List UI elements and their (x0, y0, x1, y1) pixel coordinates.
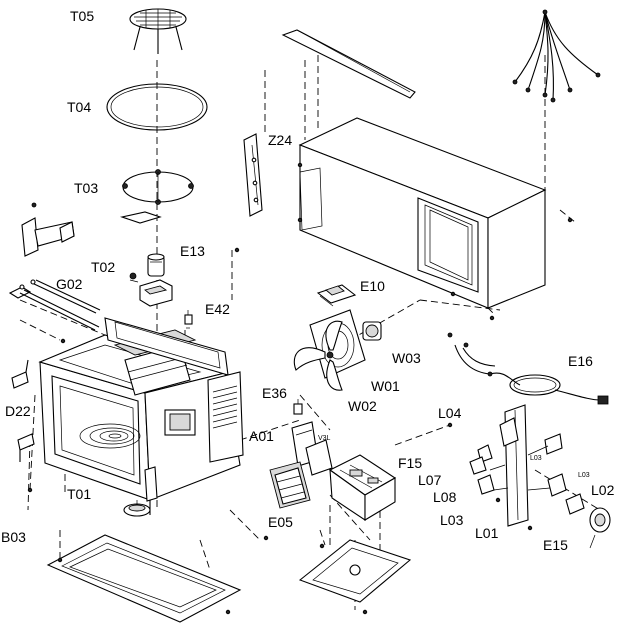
label-l03-small-a: L03 (530, 455, 542, 462)
part-labels: T05 T04 T03 T02 E13 E42 G02 D22 B03 T01 … (1, 8, 615, 553)
roller-ring-part (106, 83, 208, 131)
bracket-top-left (21, 202, 75, 257)
label-v3l: V3L (318, 435, 331, 442)
board-e10 (316, 284, 357, 307)
label-t02: T02 (91, 259, 115, 275)
interlock-assembly (469, 404, 611, 549)
hinge-plate-z24 (243, 133, 263, 217)
label-t04: T04 (67, 99, 91, 115)
control-unit-f15 (328, 454, 397, 522)
label-e16: E16 (568, 353, 593, 369)
heater-element-part (8, 279, 101, 331)
roller-guide-part (122, 169, 194, 205)
label-l01: L01 (475, 525, 499, 541)
label-e05: E05 (268, 514, 293, 530)
bracket-d22 (11, 359, 29, 389)
label-e10: E10 (360, 278, 385, 294)
bottom-tray-right (298, 539, 412, 603)
base-plate (46, 534, 242, 623)
wire-harness-top (512, 9, 601, 103)
label-l02: L02 (591, 482, 615, 498)
label-g02: G02 (56, 276, 83, 292)
label-e36: E36 (262, 385, 287, 401)
label-w02: W02 (348, 398, 377, 414)
main-chassis (38, 317, 244, 515)
vent-slots (212, 385, 238, 429)
outer-cabinet (281, 29, 547, 309)
label-e13: E13 (180, 243, 205, 259)
label-t03: T03 (74, 180, 98, 196)
hv-module-a01 (291, 421, 333, 476)
label-w03: W03 (392, 350, 421, 366)
turntable-motor-t01 (123, 500, 151, 517)
label-a01: A01 (249, 428, 274, 444)
coupler-plate (119, 211, 162, 224)
label-b03: B03 (1, 529, 26, 545)
label-l03: L03 (440, 512, 464, 528)
sensor-part-e42 (184, 310, 193, 329)
turntable-motor-part (129, 253, 173, 307)
label-l07: L07 (418, 472, 442, 488)
label-l04: L04 (438, 405, 462, 421)
label-d22: D22 (5, 403, 31, 419)
label-e42: E42 (205, 301, 230, 317)
bracket-b03 (17, 433, 35, 462)
transformer-e05 (269, 461, 311, 509)
label-l03-small-b: L03 (578, 472, 590, 479)
screws (27, 217, 573, 615)
label-z24: Z24 (268, 132, 292, 148)
power-cord-e16 (447, 332, 609, 405)
thermal-switch-e36 (293, 399, 303, 415)
label-f15: F15 (398, 455, 422, 471)
label-e15: E15 (543, 537, 568, 553)
label-w01: W01 (371, 378, 400, 394)
label-t01: T01 (67, 486, 91, 502)
fan-assembly (293, 309, 382, 391)
fan-blade-2 (326, 359, 343, 391)
fan-blade-1 (293, 347, 326, 371)
rack-part (129, 8, 187, 54)
label-l08: L08 (433, 489, 457, 505)
fan-blade-3 (325, 320, 343, 351)
label-t05: T05 (70, 8, 94, 24)
